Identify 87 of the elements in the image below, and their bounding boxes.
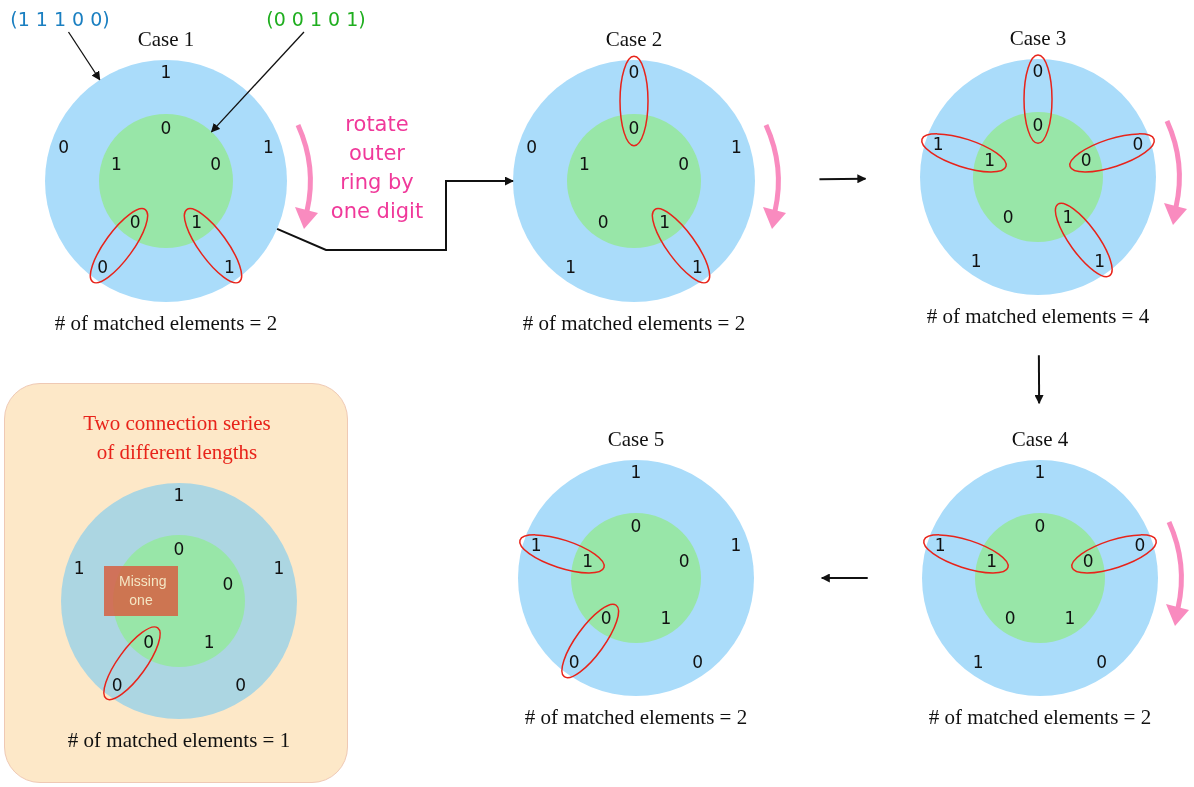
digit: 1 (1033, 461, 1047, 484)
digit: 0 (691, 651, 705, 674)
digit: 1 (969, 250, 983, 273)
digit: 1 (202, 631, 216, 654)
arrow (1034, 354, 1044, 405)
digit: 0 (1131, 133, 1145, 156)
digit: 1 (933, 534, 947, 557)
arrow (820, 573, 869, 583)
digit: 0 (234, 674, 248, 697)
note-panel (4, 383, 348, 783)
inner-circle (973, 112, 1103, 242)
sequence-label: (0 0 1 0 1) (262, 6, 370, 32)
digit: 0 (1095, 651, 1109, 674)
digit: 0 (172, 538, 186, 561)
case-title: Case 3 (1009, 26, 1067, 51)
digit: 1 (1093, 250, 1107, 273)
digit: 1 (983, 150, 997, 173)
panel-title: Two connection series of different lengths (82, 410, 272, 466)
digit: 1 (581, 551, 595, 574)
arrow (818, 174, 867, 184)
case-title: Case 4 (1011, 427, 1069, 452)
case-title: Case 1 (137, 27, 195, 52)
digit: 0 (567, 651, 581, 674)
digit: 1 (971, 651, 985, 674)
digit: 0 (159, 117, 173, 140)
digit: 1 (272, 557, 286, 580)
digit: 0 (57, 136, 70, 159)
case-title: Case 5 (607, 427, 665, 452)
digit: 0 (596, 212, 610, 235)
digit: 1 (985, 551, 999, 574)
digit: 1 (931, 133, 945, 156)
digit: 0 (1079, 150, 1093, 173)
digit: 1 (1063, 608, 1077, 630)
inner-circle (99, 114, 233, 248)
inner-circle (567, 114, 701, 248)
digit: 0 (221, 574, 235, 597)
leader-arrow (210, 31, 305, 133)
digit: 0 (110, 674, 124, 697)
digit: 1 (730, 136, 743, 159)
digit: 0 (1133, 534, 1147, 557)
digit: 0 (677, 551, 691, 574)
digit: 0 (142, 631, 156, 654)
digit: 1 (729, 534, 743, 557)
digit: 1 (172, 484, 186, 507)
digit: 0 (1033, 516, 1047, 539)
digit: 0 (525, 136, 538, 159)
digit: 1 (72, 557, 86, 580)
digit: 1 (690, 257, 704, 280)
digit: 1 (1061, 207, 1075, 229)
digit: 1 (658, 212, 672, 235)
leader-arrow (67, 31, 101, 81)
match-count: # of matched elements = 2 (54, 311, 278, 336)
inner-circle (975, 513, 1105, 643)
digit: 1 (577, 153, 591, 176)
digit: 0 (128, 212, 142, 235)
digit: 1 (222, 257, 236, 280)
rotation-note: rotate outer ring by one digit (330, 111, 424, 225)
digit: 1 (529, 534, 543, 557)
digit: 0 (677, 153, 691, 176)
digit: 0 (1031, 115, 1045, 138)
sequence-label: (1 1 1 0 0) (8, 6, 112, 32)
digit: 0 (627, 62, 641, 85)
arrow (276, 176, 514, 251)
digit: 0 (1031, 60, 1045, 83)
match-count: # of matched elements = 2 (524, 705, 748, 730)
digit: 1 (659, 608, 673, 630)
digit: 1 (564, 257, 578, 280)
match-count: # of matched elements = 2 (522, 311, 746, 336)
digit: 1 (190, 212, 204, 235)
digit: 0 (1003, 608, 1017, 630)
inner-circle (571, 513, 701, 643)
digit: 0 (627, 117, 641, 140)
missing-element-marker (104, 566, 178, 616)
digit: 0 (599, 608, 613, 630)
match-count: # of matched elements = 2 (928, 705, 1152, 730)
match-count: # of matched elements = 1 (67, 728, 291, 753)
digit: 0 (1001, 207, 1015, 229)
digit: 1 (109, 153, 123, 176)
digit: 1 (262, 136, 275, 159)
digit: 0 (209, 153, 223, 176)
digit: 1 (159, 62, 173, 85)
case-title: Case 2 (605, 27, 663, 52)
digit: 0 (96, 257, 110, 280)
digit: 0 (1081, 551, 1095, 574)
digit: 1 (629, 461, 643, 484)
match-count: # of matched elements = 4 (926, 304, 1150, 329)
digit: 0 (629, 516, 643, 539)
